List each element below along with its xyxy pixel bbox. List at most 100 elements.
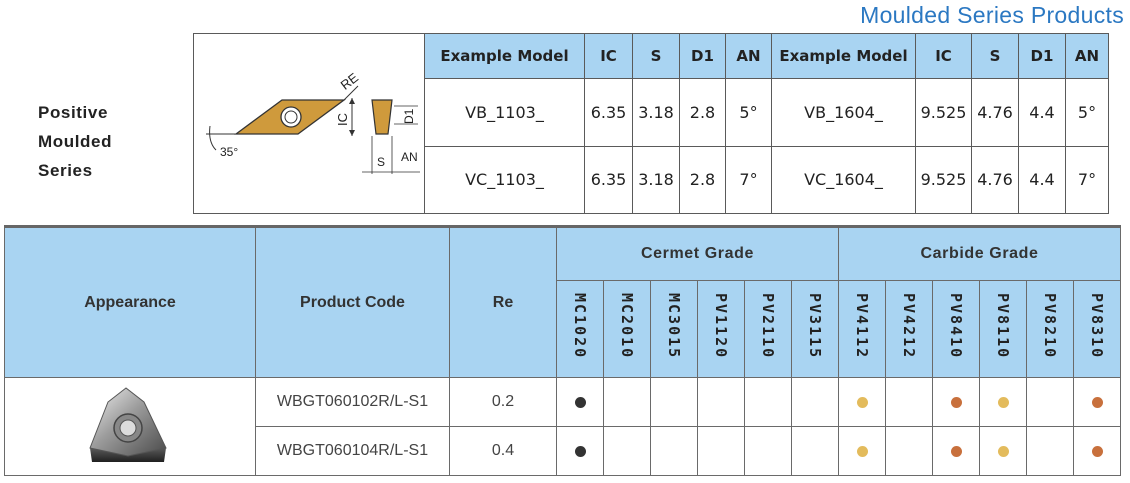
grade-name: PV4112 — [853, 293, 871, 360]
availability-dot — [1091, 396, 1103, 408]
angle-label: 35° — [220, 145, 238, 159]
spec-header: IC — [915, 33, 972, 79]
grade-availability-cell — [744, 426, 792, 476]
availability-dot — [997, 396, 1009, 408]
spec-cell: VC_1604_ — [771, 145, 916, 214]
spec-cell: 4.76 — [971, 78, 1019, 147]
grade-availability-cell — [979, 426, 1027, 476]
grade-availability-cell — [885, 426, 933, 476]
series-label-line: Positive — [38, 103, 108, 122]
spec-cell: 9.525 — [915, 78, 972, 147]
availability-dot — [997, 445, 1009, 457]
availability-dot — [950, 445, 962, 457]
spec-header: S — [632, 33, 680, 79]
grade-availability-cell — [791, 426, 839, 476]
grade-availability-cell — [556, 426, 604, 476]
spec-cell: 4.76 — [971, 145, 1019, 214]
spec-header: IC — [584, 33, 633, 79]
spec-header: S — [971, 33, 1019, 79]
spec-cell: 5° — [1065, 78, 1109, 147]
spec-cell: VC_1103_ — [424, 145, 585, 214]
spec-header: D1 — [1018, 33, 1066, 79]
grade-availability-cell — [885, 377, 933, 427]
grade-name: PV4212 — [900, 293, 918, 360]
grade-name: PV8310 — [1088, 293, 1106, 360]
grade-header: PV8210 — [1026, 280, 1074, 378]
header-cermet-grade: Cermet Grade — [556, 226, 839, 281]
header-product-code: Product Code — [255, 226, 450, 378]
grade-availability-cell — [556, 377, 604, 427]
grade-name: PV3115 — [806, 293, 824, 360]
spec-header: D1 — [679, 33, 726, 79]
availability-dot — [574, 445, 586, 457]
spec-row: VC_1103_ 6.35 3.18 2.8 7° VC_1604_ 9.525… — [194, 145, 1109, 214]
spec-cell: 3.18 — [632, 78, 680, 147]
grade-availability-cell — [1073, 426, 1121, 476]
grade-availability-cell — [697, 377, 745, 427]
spec-cell: 5° — [725, 78, 772, 147]
grade-name: PV8210 — [1041, 293, 1059, 360]
spec-header: Example Model — [771, 33, 916, 79]
grade-header: PV8110 — [979, 280, 1027, 378]
header-carbide-grade: Carbide Grade — [838, 226, 1121, 281]
grade-name: PV8110 — [994, 293, 1012, 360]
grade-header: MC3015 — [650, 280, 698, 378]
series-label-line: Series — [38, 161, 93, 180]
availability-dot — [574, 396, 586, 408]
availability-dot — [856, 396, 868, 408]
availability-dot — [1091, 445, 1103, 457]
header-appearance: Appearance — [4, 226, 256, 378]
spec-header: AN — [725, 33, 772, 79]
grade-availability-cell — [932, 377, 980, 427]
insert-drawing: RE IC 35° D1 S AN — [193, 33, 425, 214]
grade-availability-cell — [1026, 377, 1074, 427]
series-label-line: Moulded — [38, 132, 113, 151]
spec-cell: 6.35 — [584, 145, 633, 214]
insert-dimension-diagram: RE IC 35° D1 S AN — [206, 70, 420, 174]
page-title: Moulded Series Products — [860, 2, 1124, 28]
product-code-cell: WBGT060104R/L-S1 — [255, 426, 450, 476]
spec-cell: 6.35 — [584, 78, 633, 147]
spec-cell: 3.18 — [632, 145, 680, 214]
grade-header: PV1120 — [697, 280, 745, 378]
series-label: Positive Moulded Series — [38, 98, 158, 185]
spec-row: VB_1103_ 6.35 3.18 2.8 5° VB_1604_ 9.525… — [194, 78, 1109, 147]
grade-availability-cell — [932, 426, 980, 476]
grade-availability-cell — [603, 377, 651, 427]
grade-name: MC1020 — [571, 293, 589, 360]
d1-label: D1 — [402, 108, 416, 124]
spec-cell: 4.4 — [1018, 78, 1066, 147]
spec-header: Example Model — [424, 33, 585, 79]
grade-name: PV1120 — [712, 293, 730, 360]
grade-header: PV3115 — [791, 280, 839, 378]
grade-header: PV4112 — [838, 280, 886, 378]
availability-dot — [856, 445, 868, 457]
an-label: AN — [401, 150, 418, 164]
grade-header: PV8310 — [1073, 280, 1121, 378]
grade-availability-cell — [1073, 377, 1121, 427]
grade-availability-cell — [650, 377, 698, 427]
ic-label: IC — [335, 113, 350, 126]
insert-photo — [86, 384, 170, 472]
grade-header: PV2110 — [744, 280, 792, 378]
s-label: S — [377, 155, 385, 169]
grade-name: PV8410 — [947, 293, 965, 360]
re-label: RE — [338, 70, 362, 93]
spec-cell: VB_1604_ — [771, 78, 916, 147]
spec-cell: 2.8 — [679, 78, 726, 147]
spec-header: AN — [1065, 33, 1109, 79]
grade-availability-cell — [1026, 426, 1074, 476]
grade-header: MC2010 — [603, 280, 651, 378]
grade-table: Appearance Product Code Re Cermet Grade … — [4, 225, 1121, 476]
grade-availability-cell — [603, 426, 651, 476]
spec-cell: 7° — [725, 145, 772, 214]
grade-availability-cell — [744, 377, 792, 427]
grade-header: PV8410 — [932, 280, 980, 378]
product-code-cell: WBGT060102R/L-S1 — [255, 377, 450, 427]
grade-availability-cell — [650, 426, 698, 476]
grade-name: PV2110 — [759, 293, 777, 360]
spec-cell: 2.8 — [679, 145, 726, 214]
grade-availability-cell — [838, 377, 886, 427]
grade-availability-cell — [697, 426, 745, 476]
